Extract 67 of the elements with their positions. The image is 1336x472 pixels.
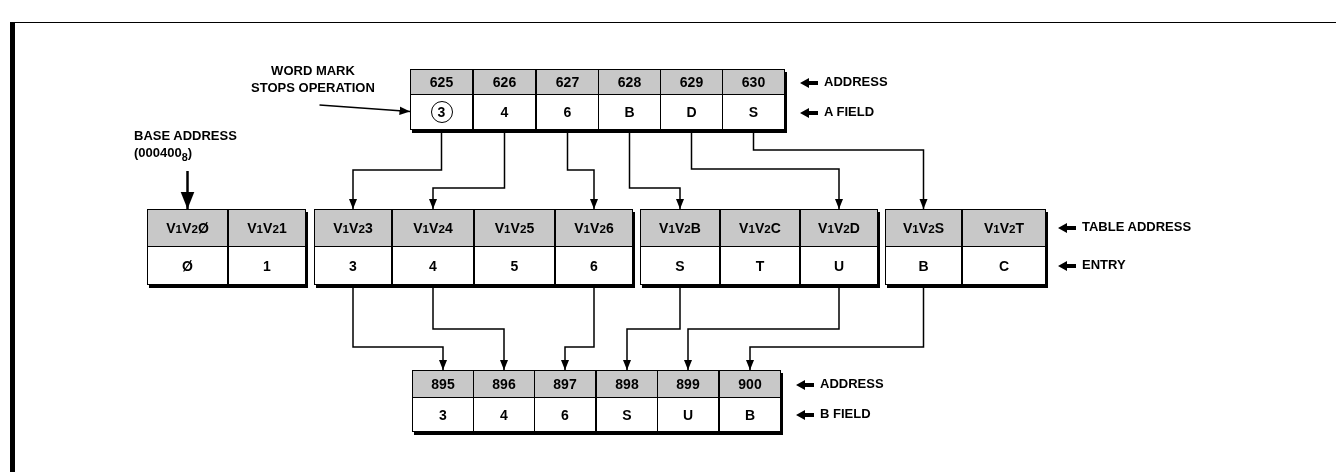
memory-location — [314, 209, 392, 285]
note-text: WORD MARK STOPS OPERATION — [248, 62, 378, 96]
row-label: TABLE ADDRESS — [1082, 219, 1192, 234]
memory-location — [885, 209, 962, 285]
content-cell: 6 — [590, 257, 598, 274]
content-cell: 4 — [500, 104, 509, 120]
memory-location — [555, 209, 633, 285]
content-cell: 6 — [561, 406, 569, 423]
row-label: ENTRY — [1082, 257, 1126, 272]
memory-location — [228, 209, 306, 285]
row-label: ADDRESS — [820, 376, 884, 391]
memory-location — [660, 69, 723, 130]
address-cell: 896 — [474, 371, 534, 398]
memory-location — [722, 69, 785, 130]
memory-location — [800, 209, 878, 285]
content-cell: S — [675, 257, 685, 274]
content-cell: S — [622, 406, 632, 423]
content-cell: B — [744, 406, 756, 423]
address-cell: 627 — [537, 70, 598, 95]
memory-location — [536, 69, 599, 130]
content-cell: 6 — [563, 104, 572, 120]
memory-location — [719, 370, 781, 432]
address-cell: 900 — [720, 371, 780, 398]
memory-location — [410, 69, 473, 130]
memory-location — [640, 209, 720, 285]
address-cell: 625 — [411, 70, 472, 95]
content-cell: T — [755, 257, 765, 274]
address-cell: 628 — [599, 70, 660, 95]
content-cell: U — [833, 257, 845, 274]
address-cell: 899 — [658, 371, 718, 398]
memory-location — [147, 209, 228, 285]
address-cell: 898 — [597, 371, 657, 398]
address-cell: 630 — [723, 70, 784, 95]
content-cell: 3 — [439, 406, 447, 423]
memory-location — [412, 370, 474, 432]
address-cell: 629 — [661, 70, 722, 95]
memory-location — [474, 209, 555, 285]
memory-location — [657, 370, 719, 432]
memory-location — [598, 69, 661, 130]
memory-location — [596, 370, 658, 432]
memory-location — [392, 209, 474, 285]
content-cell: C — [998, 257, 1010, 274]
row-label: A FIELD — [824, 104, 875, 119]
memory-location — [962, 209, 1046, 285]
content-cell: 1 — [263, 257, 271, 274]
row-label: ADDRESS — [824, 74, 888, 89]
memory-location — [473, 69, 536, 130]
content-cell: 5 — [510, 257, 519, 274]
content-cell: Ø — [182, 257, 193, 274]
leader-line — [180, 171, 195, 209]
address-cell: 895 — [413, 371, 473, 398]
content-cell: U — [682, 406, 694, 423]
address-cell: 897 — [535, 371, 595, 398]
address-cell: 626 — [474, 70, 535, 95]
content-cell: 3 — [349, 257, 357, 274]
memory-location — [534, 370, 596, 432]
row-label: B FIELD — [820, 406, 871, 421]
memory-location — [473, 370, 535, 432]
content-cell: 4 — [500, 406, 508, 423]
content-cell: 4 — [429, 257, 437, 274]
content-cell: S — [748, 104, 759, 120]
note-text: BASE ADDRESS (000400$_{8}$) — [134, 127, 246, 166]
content-cell: B — [918, 257, 929, 274]
memory-location — [720, 209, 800, 285]
content-cell: B — [624, 104, 635, 120]
leader-line — [318, 104, 411, 115]
content-cell: D — [686, 104, 697, 120]
